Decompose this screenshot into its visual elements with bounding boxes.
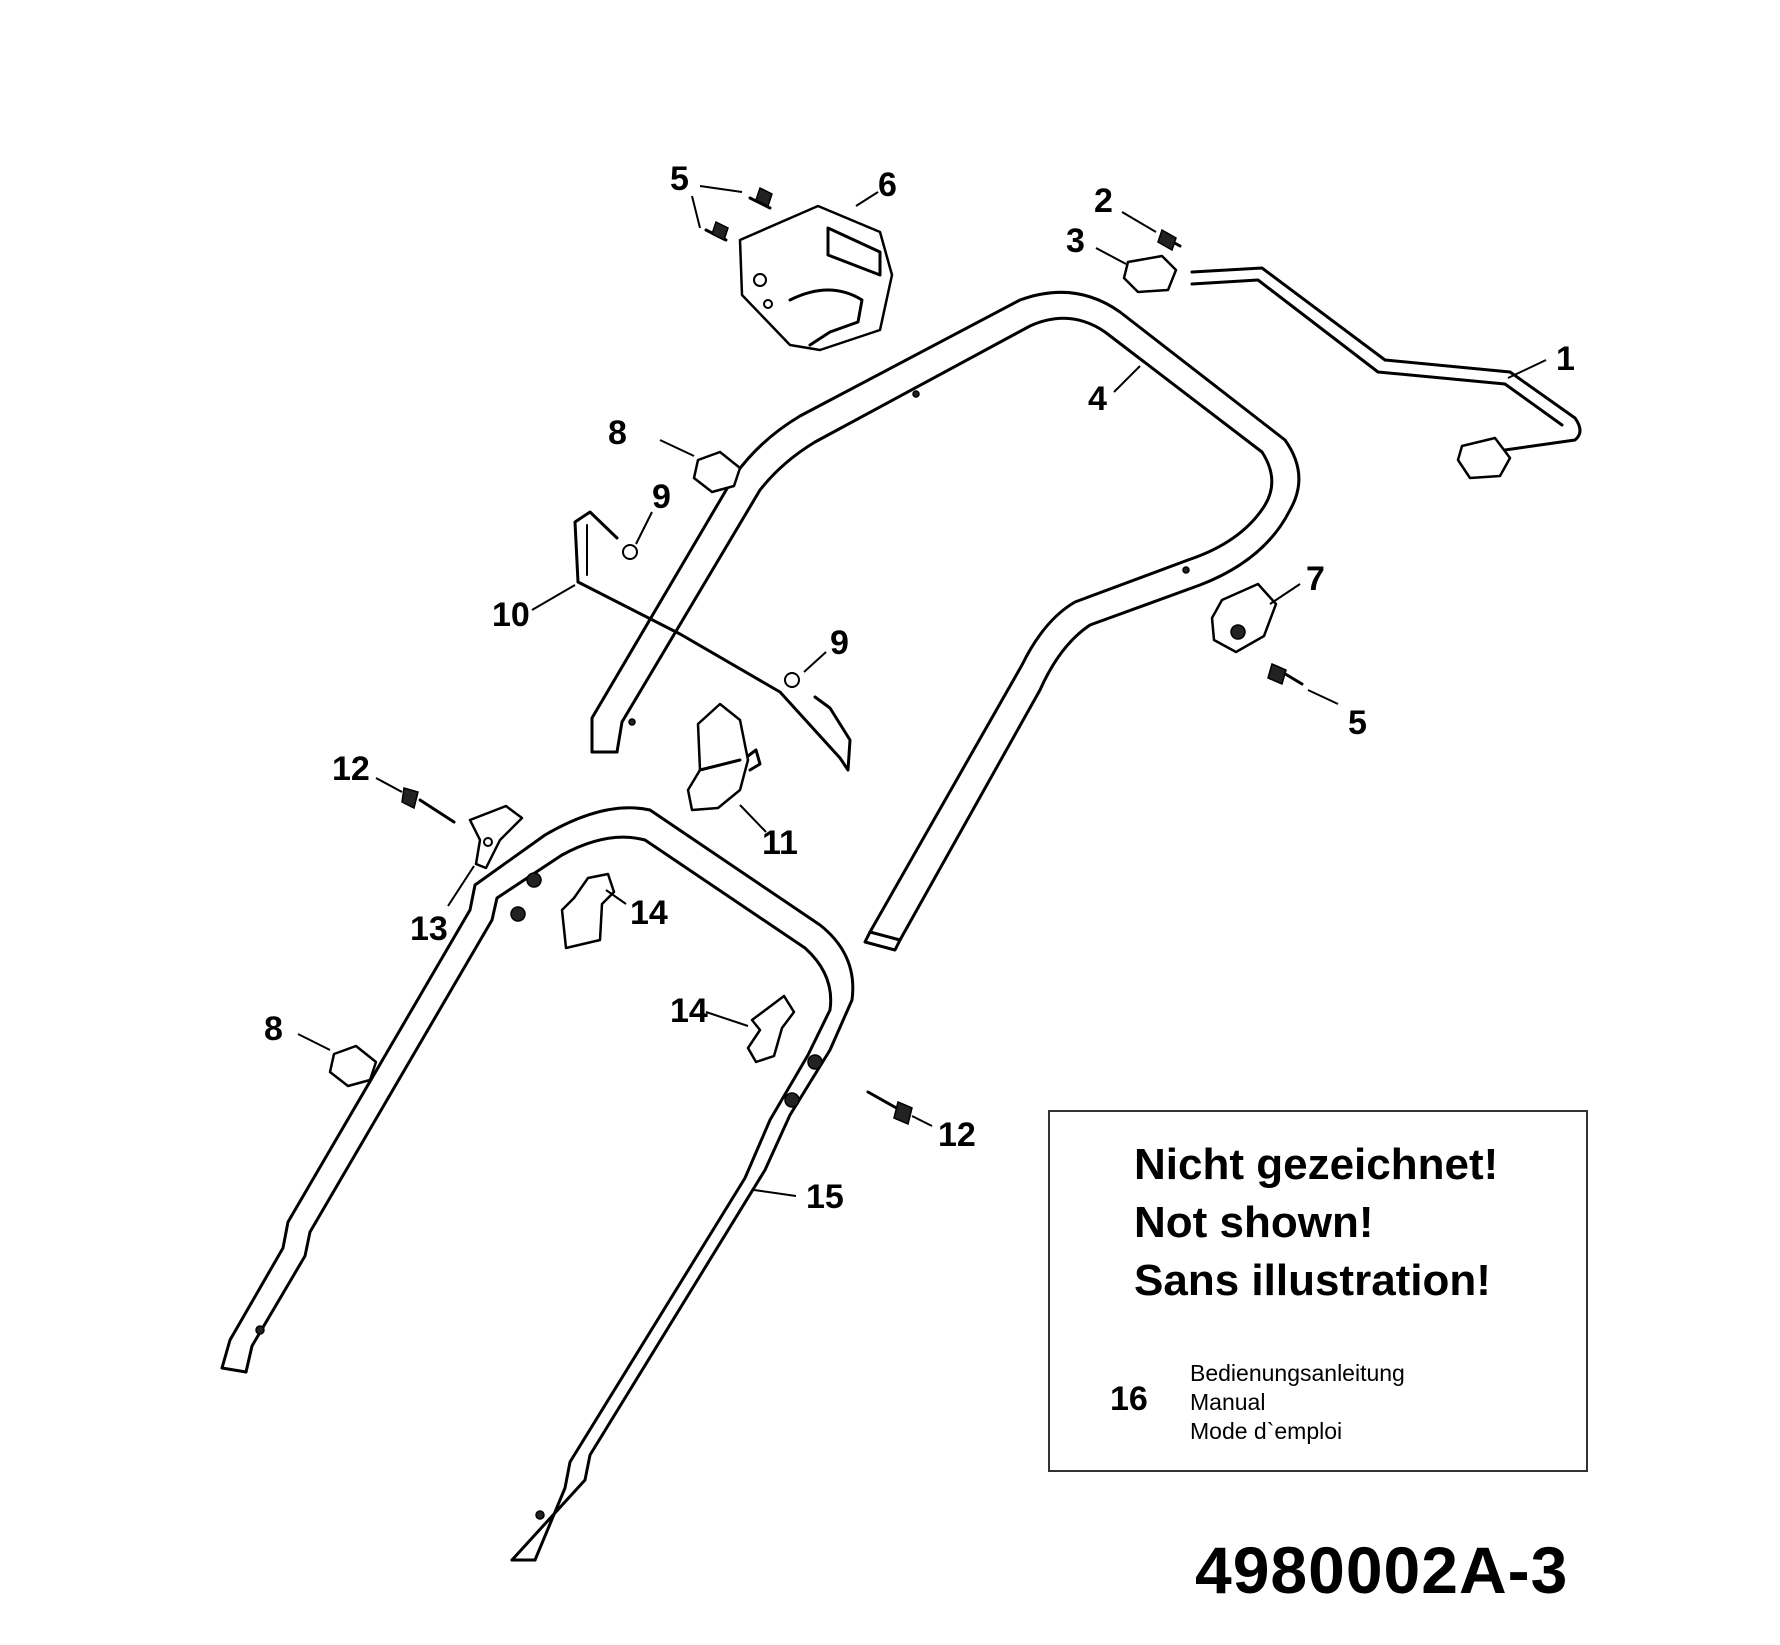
callout-11: 11 xyxy=(762,824,798,862)
leader-lines xyxy=(297,185,1547,1197)
nut-upper xyxy=(622,544,638,560)
upper-handle-bar xyxy=(590,290,1301,952)
callout-9-mid: 9 xyxy=(830,624,849,662)
callout-6: 6 xyxy=(878,166,897,204)
callout-3: 3 xyxy=(1066,222,1085,260)
lever-screw xyxy=(1157,228,1182,252)
clip-screw xyxy=(1267,662,1304,686)
callout-4: 4 xyxy=(1088,380,1107,418)
callout-13: 13 xyxy=(410,910,448,948)
drawing-code: 4980002A-3 xyxy=(1195,1533,1569,1607)
note-line-english: Not shown! xyxy=(1134,1198,1374,1247)
note-line-german: Nicht gezeichnet! xyxy=(1134,1140,1499,1189)
bolt-upper xyxy=(401,787,456,824)
lower-handle-bar xyxy=(220,806,855,1562)
control-housing xyxy=(738,204,894,352)
housing-screws xyxy=(704,186,773,242)
manual-label-french: Mode d`emploi xyxy=(1190,1418,1343,1444)
callout-1: 1 xyxy=(1556,340,1575,378)
sleeve-lower xyxy=(328,1044,378,1088)
callout-5-bottom: 5 xyxy=(1348,704,1367,742)
callout-15: 15 xyxy=(806,1178,844,1216)
callout-12-bottom: 12 xyxy=(938,1116,976,1154)
wing-knob-lower xyxy=(746,994,796,1064)
callout-12-top: 12 xyxy=(332,750,370,788)
callout-10: 10 xyxy=(492,596,530,634)
note-item-number: 16 xyxy=(1110,1380,1148,1418)
callout-14-top: 14 xyxy=(630,894,668,932)
callout-14-bottom: 14 xyxy=(670,992,708,1030)
cable-clip xyxy=(1210,582,1278,654)
lever-clamp xyxy=(1122,254,1178,294)
callout-5-top: 5 xyxy=(670,160,689,198)
callout-8-bottom: 8 xyxy=(264,1010,283,1048)
control-lever xyxy=(1190,266,1582,480)
callout-8-top: 8 xyxy=(608,414,627,452)
callout-2: 2 xyxy=(1094,182,1113,220)
manual-label-english: Manual xyxy=(1190,1389,1266,1415)
wire-bracket xyxy=(573,510,852,772)
bolt-lower xyxy=(866,1090,913,1126)
note-line-french: Sans illustration! xyxy=(1134,1256,1491,1305)
callout-9-top: 9 xyxy=(652,478,671,516)
sleeve-upper xyxy=(692,450,742,494)
not-shown-note: Nicht gezeichnet! Not shown! Sans illust… xyxy=(1048,1110,1588,1472)
nut-lower xyxy=(784,672,800,688)
wing-knob-upper xyxy=(560,872,616,950)
manual-label-german: Bedienungsanleitung xyxy=(1190,1360,1405,1386)
callout-7: 7 xyxy=(1306,560,1325,598)
cable-holder xyxy=(468,804,524,870)
cable-guide xyxy=(686,702,762,812)
